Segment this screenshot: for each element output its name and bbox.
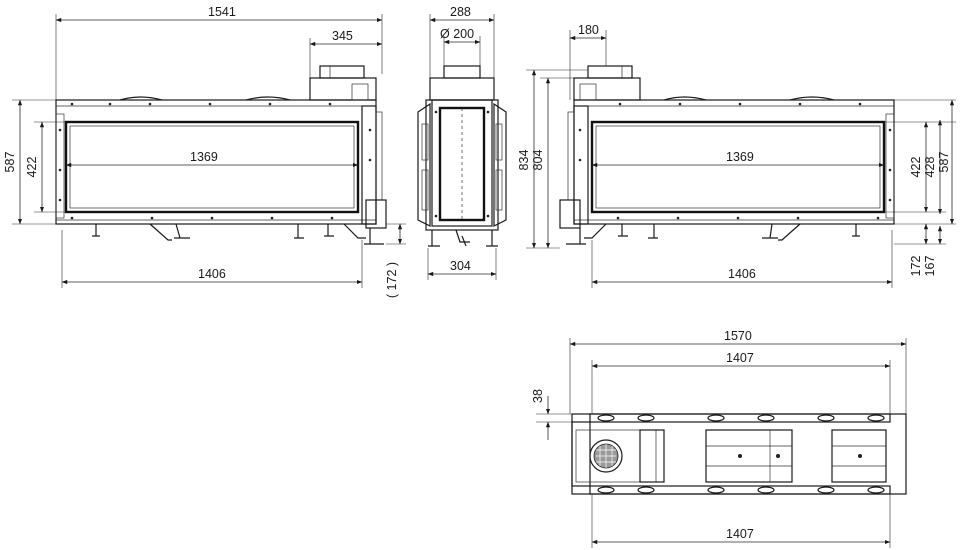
- front-glass-width-label: 1369: [190, 150, 218, 164]
- back-legs: [566, 223, 860, 245]
- top-base-width-label: 1407: [726, 527, 754, 541]
- glass-panel: [64, 120, 360, 214]
- back-glass-width-label: 1369: [726, 150, 754, 164]
- front-glass-height-label: 422: [25, 157, 39, 178]
- back-height-to-flue-label: 804: [531, 150, 545, 171]
- front-flue-offset-label: 345: [332, 29, 353, 43]
- top-edge-bolts: [597, 414, 885, 494]
- top-edge-depth-label: 38: [531, 389, 545, 403]
- side-depth-label: 288: [450, 5, 471, 19]
- back-screw-dots: [578, 102, 892, 220]
- side-view: 288 Ø 200 304: [417, 5, 507, 280]
- back-flue-offset-label: 180: [578, 23, 599, 37]
- back-leg-height-alt-label: 167: [923, 256, 937, 277]
- back-leg-height-label: 172: [909, 256, 923, 277]
- front-base-width-label: 1406: [198, 267, 226, 281]
- front-width-label: 1541: [208, 5, 236, 19]
- legs: [92, 223, 384, 245]
- top-inner-width-label: 1407: [726, 351, 754, 365]
- back-base-width-label: 1406: [728, 267, 756, 281]
- back-height-label: 587: [937, 152, 951, 173]
- side-flue-diameter-label: Ø 200: [440, 27, 474, 41]
- back-view: 180 834 804 1369 1406 422 428 587 172 16…: [517, 23, 956, 288]
- screw-dots: [58, 102, 372, 220]
- back-total-height-label: 834: [517, 150, 531, 171]
- side-base-depth-label: 304: [450, 259, 471, 273]
- back-glass-panel: [590, 120, 886, 214]
- top-view: 1570 1407 38 1407: [531, 329, 907, 548]
- front-view: 1541 345 1369 1406 587 422 ( 172 ): [3, 5, 406, 298]
- front-height-label: 587: [3, 152, 17, 173]
- flue-grille: [589, 439, 623, 473]
- top-total-width-label: 1570: [724, 329, 752, 343]
- back-frame-height-label: 428: [923, 157, 937, 178]
- front-leg-height-label: ( 172 ): [385, 262, 399, 298]
- back-glass-height-label: 422: [909, 157, 923, 178]
